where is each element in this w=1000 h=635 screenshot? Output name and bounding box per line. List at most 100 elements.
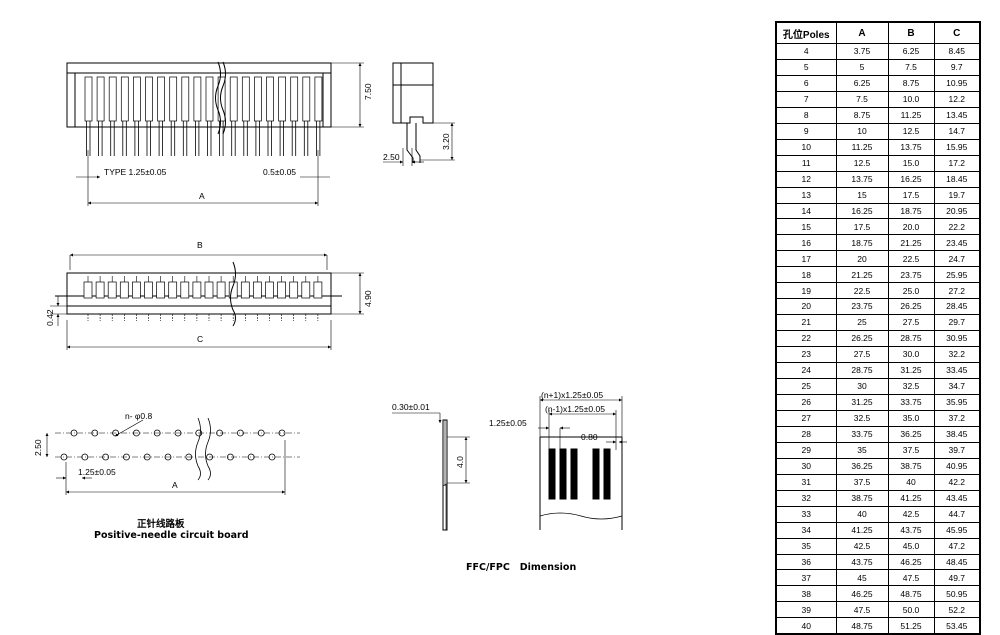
cell-c: 42.2 <box>933 473 981 491</box>
cell-poles: 28 <box>775 425 837 443</box>
end-width: 2.50 <box>383 152 400 162</box>
cell-b: 11.25 <box>887 106 935 124</box>
cell-poles: 40 <box>775 617 837 635</box>
cell-c: 29.7 <box>933 314 981 332</box>
top-pin <box>277 281 286 299</box>
cell-c: 30.95 <box>933 330 981 348</box>
top-view <box>50 253 364 350</box>
cell-poles: 26 <box>775 393 837 411</box>
cell-b: 43.75 <box>887 521 935 539</box>
cell-c: 34.7 <box>933 378 981 395</box>
side-pin <box>205 76 214 122</box>
cell-a: 20 <box>835 250 889 268</box>
cell-b: 45.0 <box>887 537 935 555</box>
pcb-caption-cn: 正针线路板 <box>137 519 185 530</box>
cell-b: 32.5 <box>887 378 935 395</box>
ffc-conductor <box>570 448 578 500</box>
cell-b: 37.5 <box>887 441 935 459</box>
cell-poles: 39 <box>775 601 837 619</box>
cell-poles: 10 <box>775 138 837 156</box>
ffc-conductor <box>559 448 567 500</box>
top-pin <box>168 281 178 299</box>
top-pin <box>144 281 153 299</box>
cell-c: 22.2 <box>933 218 981 236</box>
cell-c: 25.95 <box>933 266 981 284</box>
cell-poles: 12 <box>775 170 837 188</box>
cell-b: 22.5 <box>887 250 935 268</box>
cell-a: 31.25 <box>835 393 889 411</box>
pcb-caption-en: Positive-needle circuit board <box>94 530 249 541</box>
cell-poles: 23 <box>775 346 837 364</box>
cell-c: 49.7 <box>933 569 981 587</box>
cell-b: 48.75 <box>887 585 935 603</box>
side-pin <box>254 76 262 122</box>
side-pin <box>278 76 286 122</box>
cell-a: 26.25 <box>835 330 889 348</box>
top-pin <box>265 281 274 299</box>
side-pin <box>120 76 129 122</box>
cell-b: 31.25 <box>887 362 935 380</box>
cell-poles: 36 <box>775 553 837 571</box>
top-dim-c: C <box>197 334 203 344</box>
cell-poles: 27 <box>775 409 837 427</box>
cell-b: 10.0 <box>887 90 935 108</box>
ffc-side-view <box>392 412 470 531</box>
cell-c: 8.45 <box>933 43 981 60</box>
cell-a: 43.75 <box>835 553 889 571</box>
cell-c: 43.45 <box>933 489 981 507</box>
top-pin <box>180 281 190 299</box>
top-pin <box>95 281 105 299</box>
cell-poles: 17 <box>775 250 837 268</box>
top-pin <box>204 281 214 299</box>
cell-c: 53.45 <box>933 617 981 635</box>
cell-c: 10.95 <box>933 74 981 92</box>
cell-a: 27.5 <box>835 346 889 364</box>
cell-poles: 19 <box>775 282 837 300</box>
cell-b: 30.0 <box>887 346 935 364</box>
side-pin <box>217 76 226 122</box>
top-pin <box>216 281 226 299</box>
cell-a: 21.25 <box>835 266 889 284</box>
cell-poles: 34 <box>775 521 837 539</box>
side-pin <box>314 76 323 122</box>
ffc-width: 0.80 <box>581 432 598 442</box>
top-height: 4.90 <box>363 290 373 307</box>
ffc-pitch: 1.25±0.05 <box>489 418 527 428</box>
cell-poles: 38 <box>775 585 837 603</box>
side-pin <box>157 76 165 122</box>
cell-poles: 24 <box>775 362 837 380</box>
cell-poles: 21 <box>775 314 837 332</box>
top-dim-b: B <box>197 240 203 250</box>
cell-b: 18.75 <box>887 202 935 220</box>
cell-c: 47.2 <box>933 537 981 555</box>
ffc-span: (n-1)x1.25±0.05 <box>545 404 605 414</box>
side-pin <box>193 76 202 122</box>
ffc-total: (n+1)x1.25±0.05 <box>541 390 603 400</box>
cell-c: 45.95 <box>933 521 981 539</box>
pcb-row-pitch: 2.50 <box>33 439 43 456</box>
cell-b: 23.75 <box>887 266 935 284</box>
header-c: C <box>933 21 981 44</box>
cell-a: 3.75 <box>835 43 889 60</box>
top-pin <box>107 281 117 299</box>
cell-poles: 35 <box>775 537 837 555</box>
cell-b: 50.0 <box>887 601 935 619</box>
cell-c: 38.45 <box>933 425 981 443</box>
cell-c: 13.45 <box>933 106 981 124</box>
cell-poles: 30 <box>775 457 837 475</box>
cell-poles: 25 <box>775 378 837 395</box>
cell-c: 32.2 <box>933 346 981 364</box>
cell-a: 47.5 <box>835 601 889 619</box>
